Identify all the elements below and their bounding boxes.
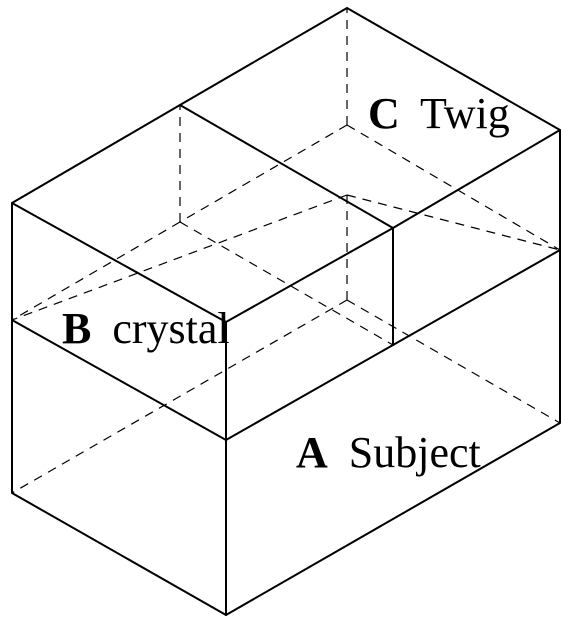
a-top-right-edge bbox=[392, 249, 561, 346]
block-labels: C Twig B crystal A Subject bbox=[62, 89, 510, 477]
a-hidden-left-edge bbox=[11, 299, 348, 494]
b-top-front-left-edge bbox=[11, 202, 227, 323]
a-hidden-right-edge bbox=[346, 299, 561, 424]
block-c-label: C Twig bbox=[368, 89, 510, 138]
c-hidden-right-edge bbox=[346, 124, 561, 251]
hidden-edges bbox=[11, 8, 561, 494]
block-b-name: crystal bbox=[112, 304, 229, 353]
b-top-front-right-edge bbox=[225, 227, 394, 323]
outer-outline bbox=[11, 7, 561, 616]
a-top-front-right-edge bbox=[225, 344, 394, 441]
visible-edges bbox=[11, 7, 561, 616]
block-c-letter: C bbox=[368, 89, 400, 138]
b-top-back-right-edge bbox=[179, 104, 394, 229]
b-hidden-right-edge bbox=[179, 221, 394, 346]
c-hidden-left-edge bbox=[179, 124, 348, 223]
a-hidden-top-back-left-edge bbox=[11, 194, 348, 321]
a-hidden-top-back-right-edge bbox=[346, 194, 561, 251]
block-a-letter: A bbox=[296, 428, 328, 477]
block-a-label: A Subject bbox=[296, 428, 481, 477]
a-top-front-left-edge bbox=[11, 319, 227, 441]
block-c-name: Twig bbox=[420, 89, 510, 138]
block-b-label: B crystal bbox=[62, 304, 230, 353]
c-top-front-edge bbox=[392, 129, 561, 229]
block-b-letter: B bbox=[62, 304, 91, 353]
block-a-name: Subject bbox=[349, 428, 481, 477]
b-hidden-left-edge bbox=[11, 221, 181, 321]
